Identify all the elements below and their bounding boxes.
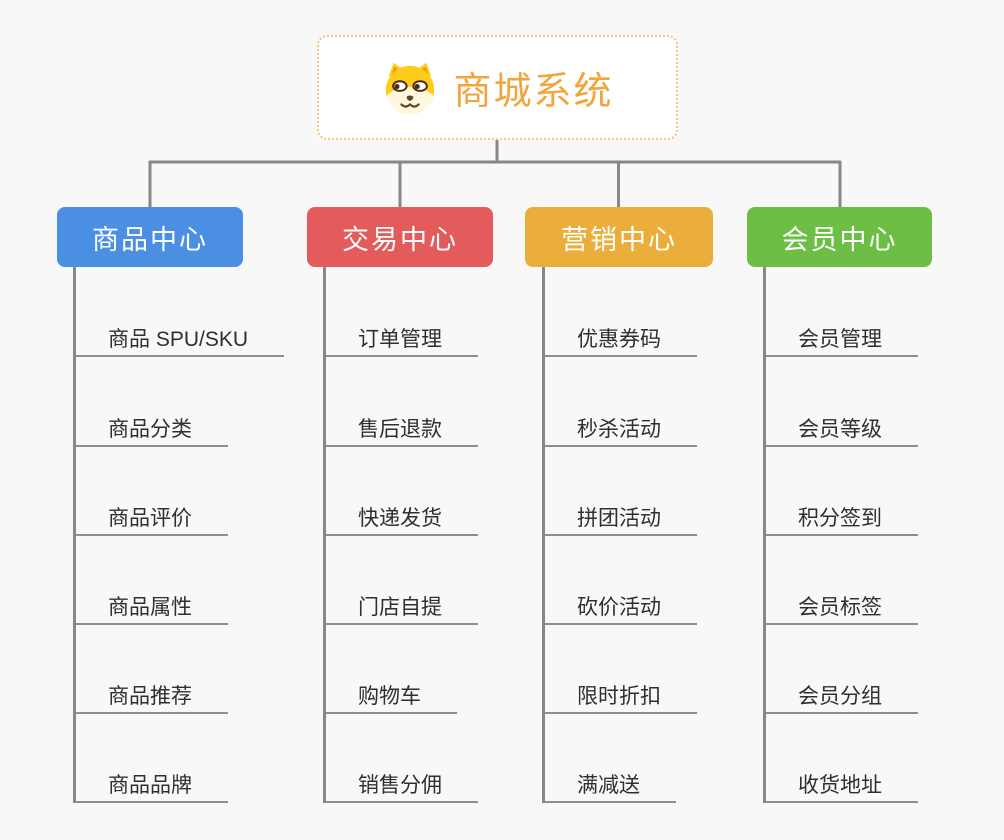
branch-label: 交易中心 <box>342 224 458 255</box>
tree-connector-path <box>148 138 842 209</box>
branch-node-trade-center[interactable]: 交易中心 <box>307 207 493 267</box>
branch-children-product: 商品 SPU/SKU 商品分类 商品评价 商品属性 商品推荐 商品品牌 <box>73 267 306 803</box>
leaf-node[interactable]: 优惠券码 <box>545 325 697 357</box>
leaf-node[interactable]: 门店自提 <box>326 593 478 625</box>
branch-label: 营销中心 <box>561 224 677 255</box>
leaf-node[interactable]: 满减送 <box>545 771 676 803</box>
leaf-node[interactable]: 限时折扣 <box>545 682 697 714</box>
branch-children-trade: 订单管理 售后退款 快递发货 门店自提 购物车 销售分佣 <box>323 267 556 803</box>
root-title: 商城系统 <box>453 71 614 113</box>
leaf-node[interactable]: 收货地址 <box>766 771 918 803</box>
leaf-node[interactable]: 售后退款 <box>326 415 478 447</box>
branch-label: 会员中心 <box>781 224 898 255</box>
leaf-node[interactable]: 商品推荐 <box>76 682 228 714</box>
leaf-node[interactable]: 积分签到 <box>766 504 918 536</box>
leaf-node[interactable]: 会员标签 <box>766 593 918 625</box>
leaf-node[interactable]: 拼团活动 <box>545 504 697 536</box>
root-node-mall-system[interactable]: 商城系统 <box>317 35 678 140</box>
dog-face-icon <box>381 61 439 115</box>
leaf-node[interactable]: 商品品牌 <box>76 771 228 803</box>
leaf-node[interactable]: 会员分组 <box>766 682 918 714</box>
leaf-node[interactable]: 砍价活动 <box>545 593 697 625</box>
leaf-node[interactable]: 商品属性 <box>76 593 228 625</box>
branch-label: 商品中心 <box>92 224 208 255</box>
branch-node-product-center[interactable]: 商品中心 <box>57 207 243 267</box>
branch-node-member-center[interactable]: 会员中心 <box>747 207 932 267</box>
leaf-node[interactable]: 购物车 <box>326 682 457 714</box>
leaf-node[interactable]: 会员管理 <box>766 325 918 357</box>
leaf-node[interactable]: 销售分佣 <box>326 771 478 803</box>
branch-children-marketing: 优惠券码 秒杀活动 拼团活动 砍价活动 限时折扣 满减送 <box>542 267 775 803</box>
branch-children-member: 会员管理 会员等级 积分签到 会员标签 会员分组 收货地址 <box>763 267 996 803</box>
leaf-node[interactable]: 商品评价 <box>76 504 228 536</box>
leaf-node[interactable]: 订单管理 <box>326 325 478 357</box>
leaf-node[interactable]: 会员等级 <box>766 415 918 447</box>
leaf-node[interactable]: 商品分类 <box>76 415 228 447</box>
leaf-node[interactable]: 商品 SPU/SKU <box>76 325 285 357</box>
leaf-node[interactable]: 秒杀活动 <box>545 415 697 447</box>
branch-node-marketing-center[interactable]: 营销中心 <box>525 207 713 267</box>
leaf-node[interactable]: 快递发货 <box>326 504 478 536</box>
